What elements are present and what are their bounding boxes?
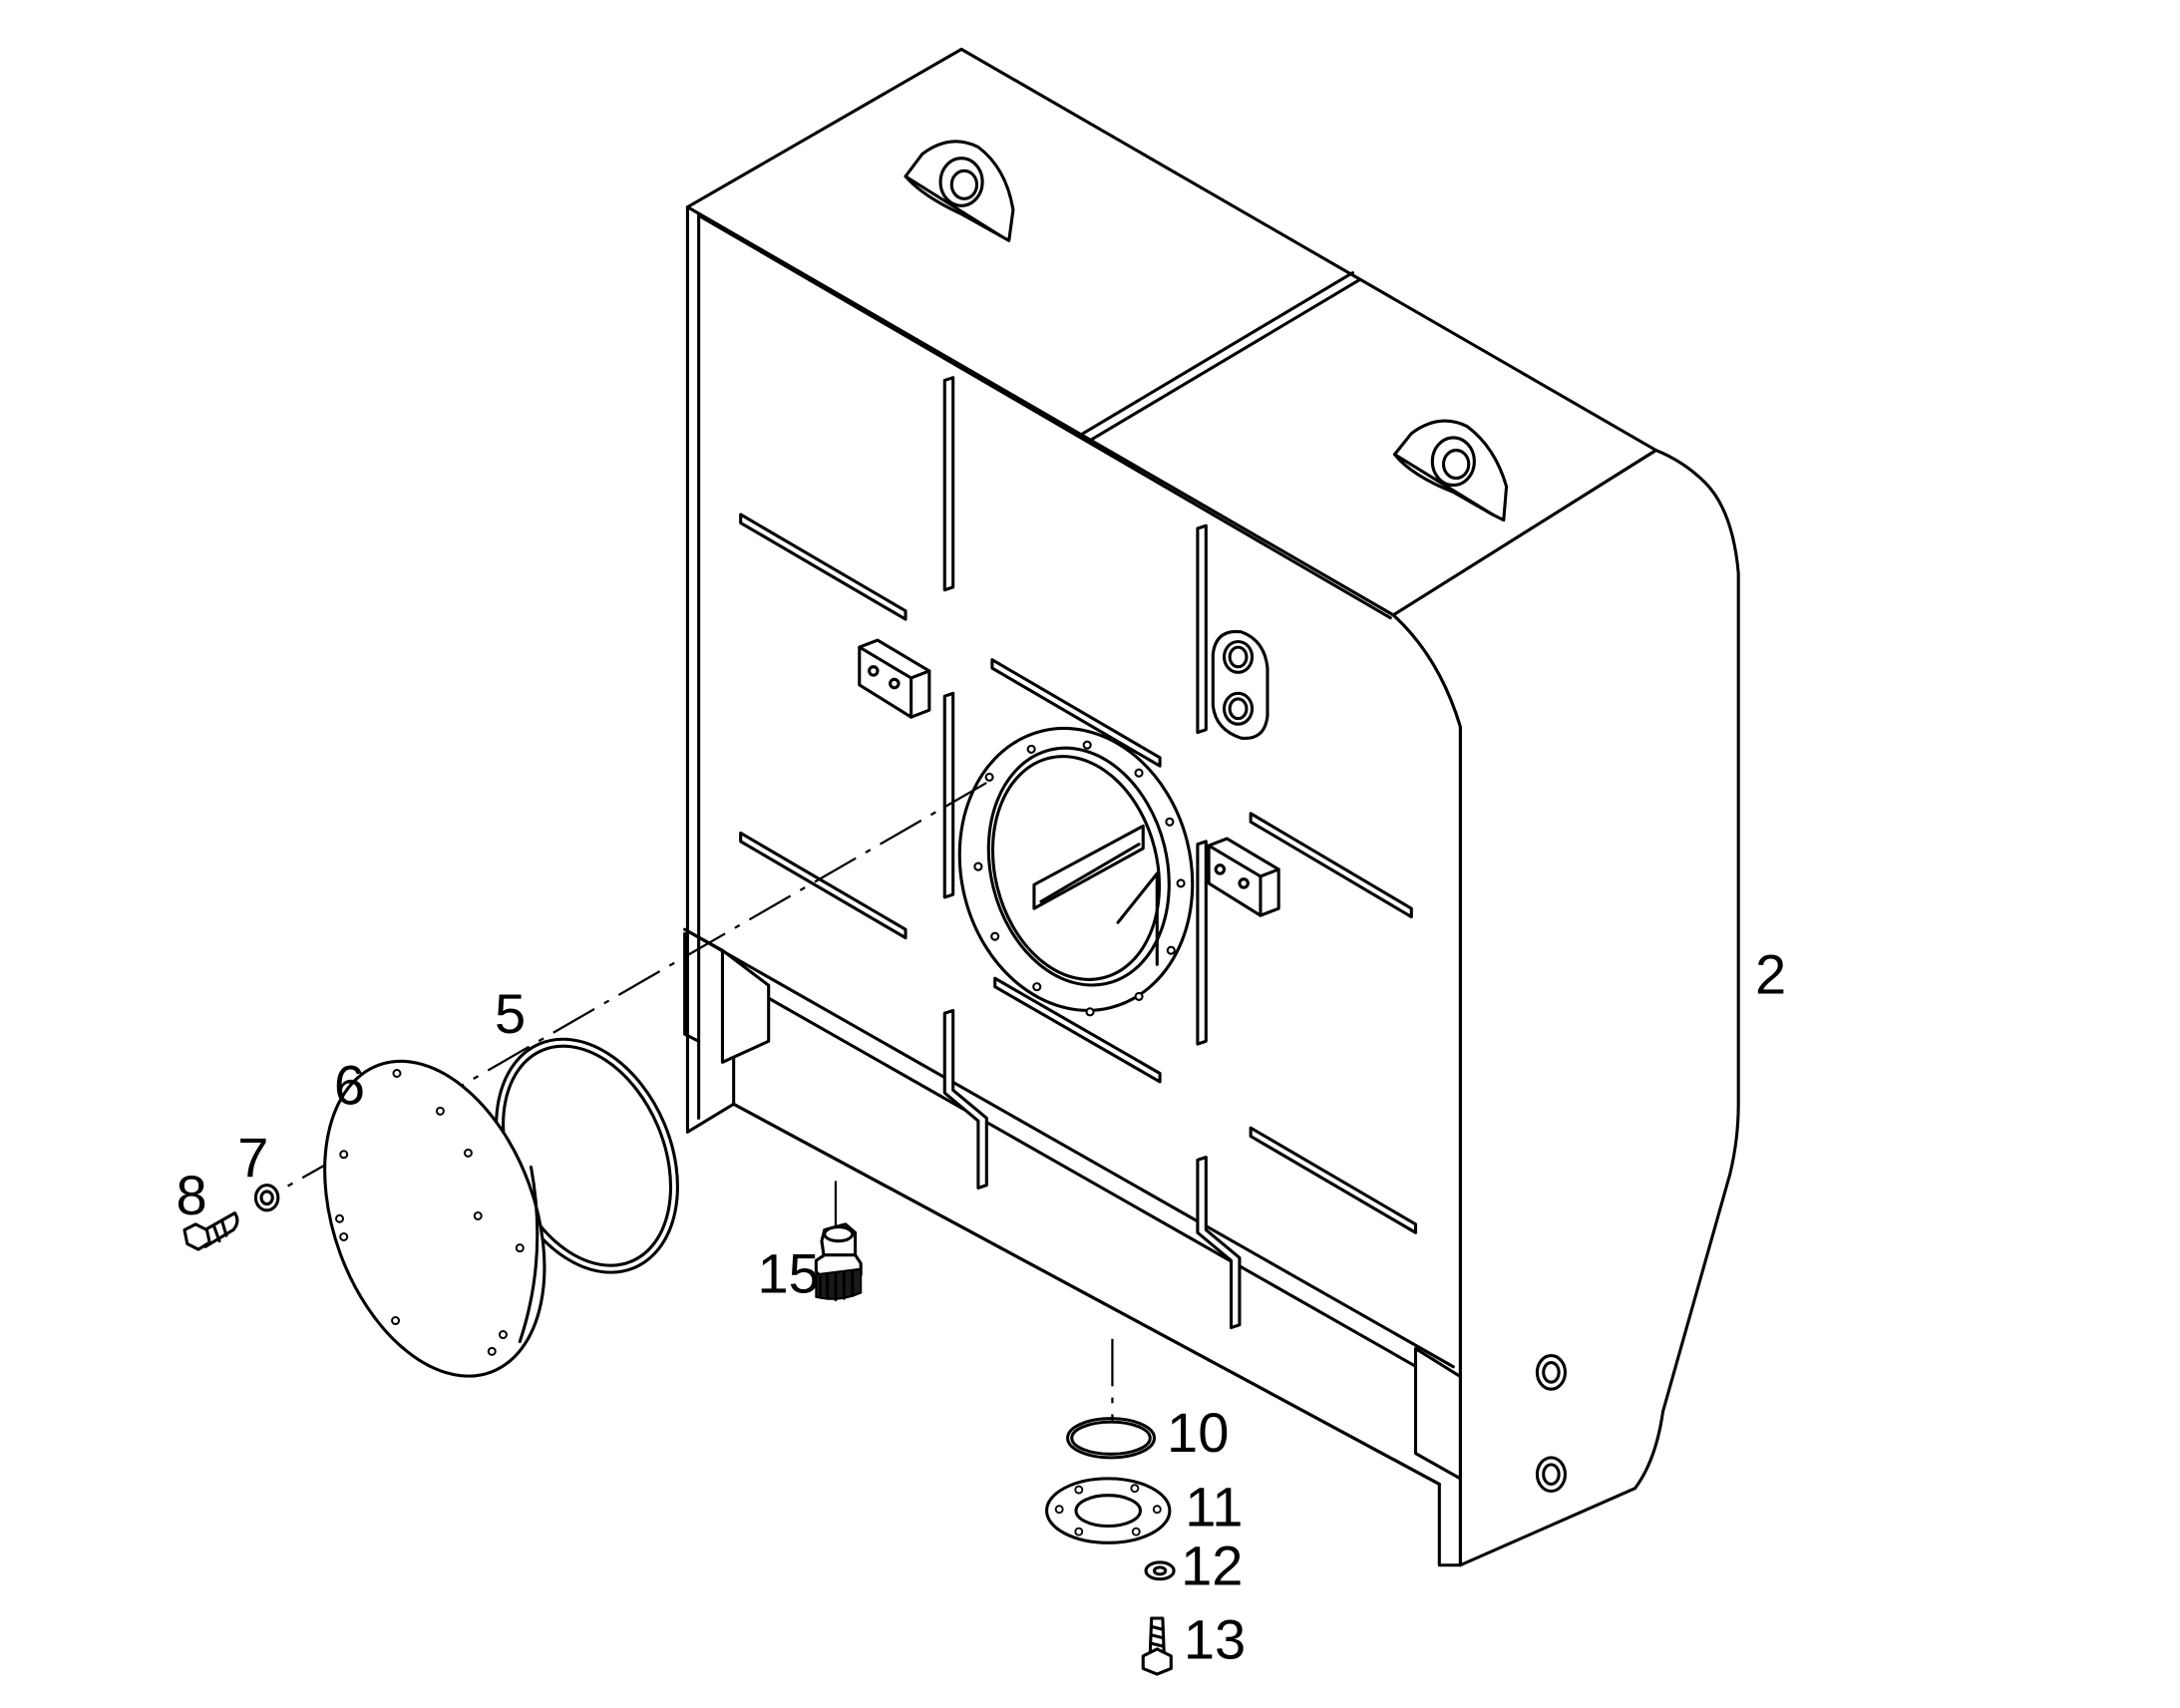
mount-block-right [1207,837,1280,917]
callout-10: 10 [1167,1401,1229,1464]
inspection-opening-flange [957,726,1195,1017]
callout-11: 11 [1185,1476,1243,1538]
hex-bolt-bottom [1141,1616,1173,1676]
o-ring-bottom [1066,1417,1157,1460]
mount-block-left [858,638,931,719]
callout-2: 2 [1755,943,1786,1006]
drain-plug [814,1222,863,1302]
callout-15: 15 [757,1242,819,1305]
washer-bottom [1144,1560,1176,1581]
callout-12: 12 [1181,1534,1243,1596]
callout-5: 5 [495,982,526,1045]
side-boss-lower [1535,1456,1567,1494]
callout-labels: 2 5 6 7 8 10 11 12 13 15 [177,943,1787,1671]
hex-bolt-cover [182,1211,239,1251]
callout-7: 7 [237,1126,268,1189]
cover-plate [323,1059,546,1378]
stiffener-ribs [739,376,1418,1330]
double-port-boss [1211,629,1270,740]
lifting-eye-right [1392,419,1509,522]
washer-small [253,1184,280,1212]
callout-8: 8 [177,1164,207,1226]
side-boss-upper [1535,1354,1567,1391]
callout-6: 6 [334,1053,365,1116]
tank-body [683,47,1740,1567]
lifting-eye-left [904,140,1015,242]
callout-13: 13 [1184,1608,1246,1671]
bottom-flange [1045,1477,1172,1544]
